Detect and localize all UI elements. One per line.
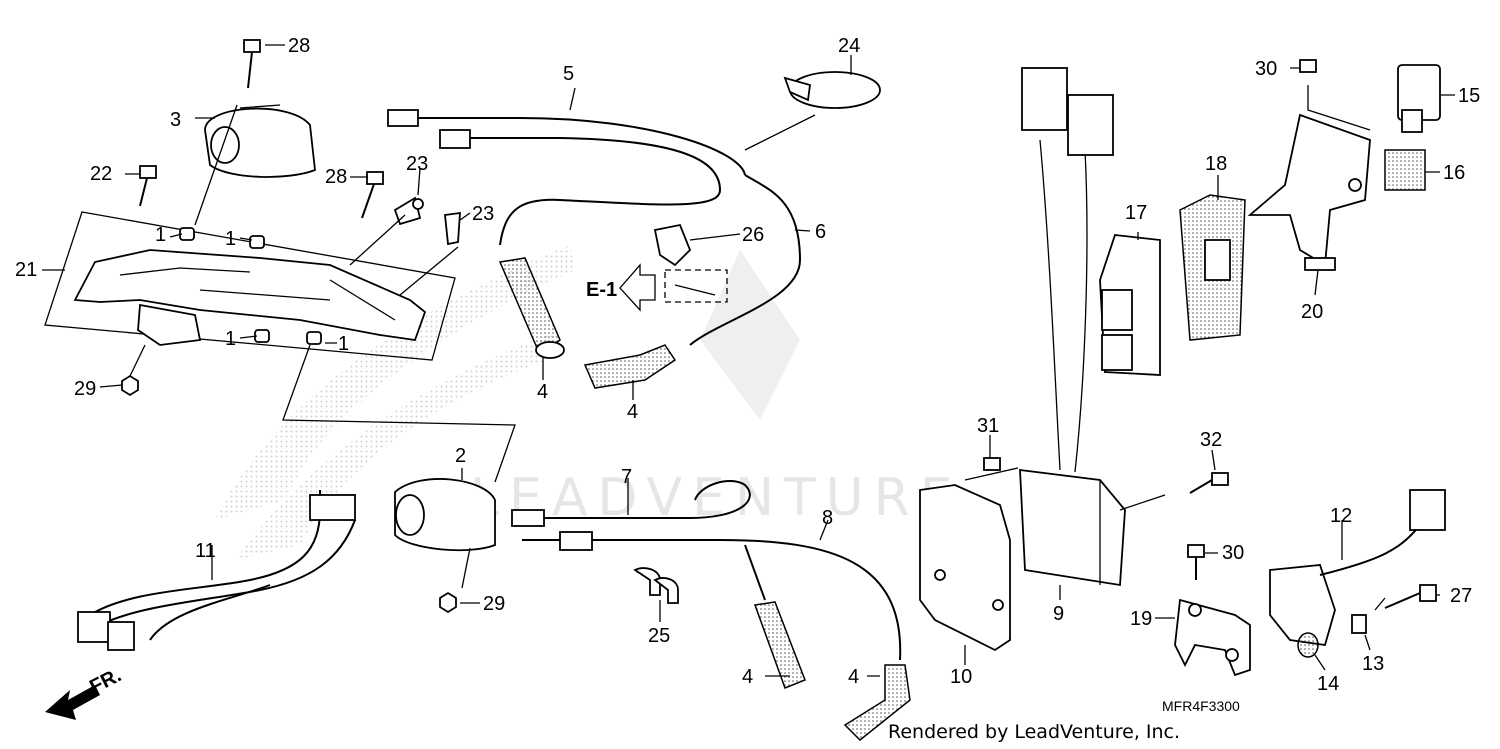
callout-4-d: 4 bbox=[848, 666, 859, 688]
part-6-spark-plug-cord[interactable] bbox=[689, 174, 802, 346]
callout-15: 15 bbox=[1458, 85, 1480, 107]
part-13-bolt[interactable] bbox=[1351, 614, 1367, 634]
callout-9: 9 bbox=[1053, 603, 1064, 625]
part-21-bracket-assembly[interactable] bbox=[44, 211, 456, 361]
part-24-cable-tie[interactable] bbox=[783, 71, 881, 109]
e1-label: E-1 bbox=[586, 279, 617, 301]
part-4-plug-cap-b[interactable] bbox=[583, 344, 677, 389]
part-27-bolt[interactable] bbox=[1384, 584, 1437, 609]
callout-16: 16 bbox=[1443, 162, 1465, 184]
callout-19: 19 bbox=[1130, 608, 1152, 630]
part-16-relay-holder[interactable] bbox=[1384, 149, 1426, 191]
callout-31: 31 bbox=[977, 415, 999, 437]
leader-lines-23 bbox=[349, 214, 459, 296]
part-11-wire-harness[interactable] bbox=[77, 490, 356, 651]
part-19-bracket[interactable] bbox=[1174, 598, 1251, 677]
part-8-spark-plug-cord[interactable] bbox=[522, 531, 902, 661]
callout-11: 11 bbox=[195, 540, 216, 562]
callout-25: 25 bbox=[648, 625, 670, 647]
part-15-relay[interactable] bbox=[1397, 64, 1441, 133]
part-29-nut-upper[interactable] bbox=[121, 344, 146, 397]
callout-21: 21 bbox=[15, 259, 37, 281]
part-25-clamp[interactable] bbox=[633, 567, 679, 604]
callout-4-a: 4 bbox=[537, 381, 548, 403]
callout-1-a: 1 bbox=[155, 224, 166, 246]
part-4-plug-cap-a[interactable] bbox=[498, 257, 565, 359]
callout-30-lower: 30 bbox=[1222, 542, 1244, 564]
part-3-ignition-coil[interactable] bbox=[194, 104, 316, 226]
callout-20: 20 bbox=[1301, 301, 1323, 323]
e1-reference: E-1 bbox=[586, 263, 728, 312]
part-14-grommet[interactable] bbox=[1297, 632, 1319, 658]
part-26-clip[interactable] bbox=[653, 223, 692, 267]
callout-6: 6 bbox=[815, 221, 826, 243]
callout-labels: 28 3 22 28 23 23 1 1 1 1 21 29 5 24 26 6… bbox=[15, 35, 1480, 695]
callout-1-b: 1 bbox=[225, 228, 236, 250]
callout-23-b: 23 bbox=[472, 203, 494, 225]
callout-5: 5 bbox=[563, 63, 574, 85]
callout-28-top: 28 bbox=[288, 35, 310, 57]
part-12-sensor[interactable] bbox=[1269, 489, 1446, 647]
part-4-plug-cap-d[interactable] bbox=[843, 664, 911, 742]
callout-12: 12 bbox=[1330, 505, 1352, 527]
callout-18: 18 bbox=[1205, 153, 1227, 175]
callout-26: 26 bbox=[742, 224, 764, 246]
part-7-spark-plug-cord[interactable] bbox=[511, 480, 751, 527]
callout-24: 24 bbox=[838, 35, 860, 57]
leader-line-24 bbox=[744, 114, 816, 151]
callout-28-mid: 28 bbox=[325, 166, 347, 188]
callout-17: 17 bbox=[1125, 202, 1147, 224]
callout-27: 27 bbox=[1450, 585, 1472, 607]
callout-2: 2 bbox=[455, 445, 466, 467]
callout-leaders bbox=[42, 44, 1455, 677]
callout-23-a: 23 bbox=[406, 153, 428, 175]
callout-8: 8 bbox=[822, 507, 833, 529]
callout-14: 14 bbox=[1317, 673, 1339, 695]
part-30-bolt-upper[interactable] bbox=[1299, 59, 1317, 73]
part-28-bolt-mid[interactable] bbox=[361, 171, 384, 219]
callout-30-upper: 30 bbox=[1255, 58, 1277, 80]
callout-13: 13 bbox=[1362, 653, 1384, 675]
front-direction-arrow: FR. bbox=[45, 664, 125, 720]
callout-4-b: 4 bbox=[627, 401, 638, 423]
credit-text: Rendered by LeadVenture, Inc. bbox=[888, 721, 1180, 743]
part-4-plug-cap-c[interactable] bbox=[753, 601, 806, 689]
callout-10: 10 bbox=[950, 666, 972, 688]
callout-7: 7 bbox=[621, 466, 632, 488]
callout-1-d: 1 bbox=[338, 333, 349, 355]
callout-29-lower: 29 bbox=[483, 593, 505, 615]
part-5-spark-plug-cord[interactable] bbox=[387, 109, 746, 246]
callout-32: 32 bbox=[1200, 429, 1222, 451]
callout-3: 3 bbox=[170, 109, 181, 131]
part-20-bracket[interactable] bbox=[1247, 85, 1371, 271]
part-32-bolt[interactable] bbox=[1189, 472, 1229, 494]
part-23-clip-a[interactable] bbox=[393, 196, 424, 226]
part-10-cover-plate[interactable] bbox=[919, 467, 1019, 652]
part-17-connector[interactable] bbox=[1099, 234, 1161, 376]
part-9-control-unit[interactable] bbox=[1019, 67, 1166, 587]
part-31-bolt[interactable] bbox=[983, 457, 1001, 471]
part-30-bolt-lower[interactable] bbox=[1187, 544, 1205, 580]
part-22-bolt[interactable] bbox=[139, 165, 157, 207]
part-2-ignition-coil[interactable] bbox=[394, 478, 496, 589]
part-29-nut-lower[interactable] bbox=[439, 591, 457, 614]
callout-22: 22 bbox=[90, 163, 112, 185]
part-28-bolt-top[interactable] bbox=[243, 39, 261, 89]
part-23-clip-b[interactable] bbox=[444, 211, 461, 246]
callout-29-upper: 29 bbox=[74, 378, 96, 400]
callout-1-c: 1 bbox=[225, 328, 236, 350]
leader-line-2 bbox=[282, 344, 516, 483]
part-code: MFR4F3300 bbox=[1162, 698, 1240, 714]
part-18-connector[interactable] bbox=[1179, 194, 1246, 341]
callout-4-c: 4 bbox=[742, 666, 753, 688]
